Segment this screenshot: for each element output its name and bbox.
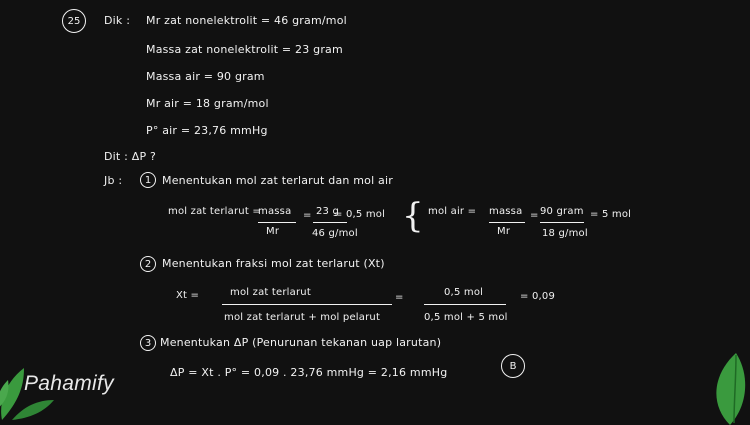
asked-line: Dit : ΔP ?: [104, 150, 157, 163]
xt-denominator: mol zat terlarut + mol pelarut: [224, 312, 381, 323]
leaf-left-decoration: [0, 368, 54, 420]
solute-mol-equals: =: [303, 210, 312, 221]
xt-value-bar: [424, 304, 506, 306]
step3-number: 3: [144, 337, 152, 349]
step3-title: Menentukan ΔP (Penurunan tekanan uap lar…: [160, 336, 442, 349]
problem-number: 25: [67, 15, 81, 27]
solute-fraction-bar: [258, 222, 296, 224]
water-mol-numerator: massa: [489, 206, 523, 217]
answer-choice: B: [509, 360, 517, 372]
xt-value-denominator: 0,5 mol + 5 mol: [424, 312, 508, 323]
step1-number: 1: [144, 174, 152, 186]
given-line-5: P° air = 23,76 mmHg: [146, 124, 268, 137]
pahamify-logo: Pahamify: [24, 372, 114, 395]
water-value-bar: [540, 222, 584, 224]
water-fraction-bar: [489, 222, 525, 224]
step3-number-badge: 3: [140, 335, 156, 351]
step1-number-badge: 1: [140, 172, 156, 188]
water-value-denominator: 18 g/mol: [542, 228, 588, 239]
given-line-1: Mr zat nonelektrolit = 46 gram/mol: [146, 14, 347, 27]
given-line-4: Mr air = 18 gram/mol: [146, 97, 269, 110]
solute-value-bar: [313, 222, 347, 224]
step1-title: Menentukan mol zat terlarut dan mol air: [162, 174, 393, 187]
water-mol-denominator: Mr: [497, 226, 511, 237]
solute-mol-denominator: Mr: [266, 226, 280, 237]
solute-mol-numerator: massa: [258, 206, 292, 217]
step2-title: Menentukan fraksi mol zat terlarut (Xt): [162, 257, 385, 270]
separator-brace: {: [402, 196, 424, 236]
solute-value-denominator: 46 g/mol: [312, 228, 358, 239]
xt-equals: =: [395, 292, 404, 303]
water-result: = 5 mol: [590, 209, 632, 220]
xt-fraction-bar: [222, 304, 392, 306]
step2-number: 2: [144, 258, 152, 270]
solute-value-numerator: 23 g: [316, 206, 340, 217]
xt-value-numerator: 0,5 mol: [444, 287, 484, 298]
water-mol-equals: =: [530, 210, 539, 221]
water-mol-prefix: mol air =: [428, 206, 477, 217]
solute-result: = 0,5 mol: [334, 209, 386, 220]
xt-numerator: mol zat terlarut: [230, 287, 311, 298]
step2-number-badge: 2: [140, 256, 156, 272]
delta-p-formula: ΔP = Xt . P° = 0,09 . 23,76 mmHg = 2,16 …: [170, 366, 448, 379]
water-value-numerator: 90 gram: [540, 206, 584, 217]
xt-result: = 0,09: [520, 291, 556, 302]
problem-number-badge: 25: [62, 9, 86, 33]
given-line-2: Massa zat nonelektrolit = 23 gram: [146, 43, 343, 56]
xt-lhs: Xt =: [176, 290, 200, 301]
leaf-right-decoration: [716, 353, 746, 425]
solute-mol-prefix: mol zat terlarut =: [168, 206, 261, 217]
given-line-3: Massa air = 90 gram: [146, 70, 265, 83]
answer-label: Jb :: [104, 174, 123, 187]
given-label: Dik :: [104, 14, 131, 27]
answer-choice-badge: B: [501, 354, 525, 378]
